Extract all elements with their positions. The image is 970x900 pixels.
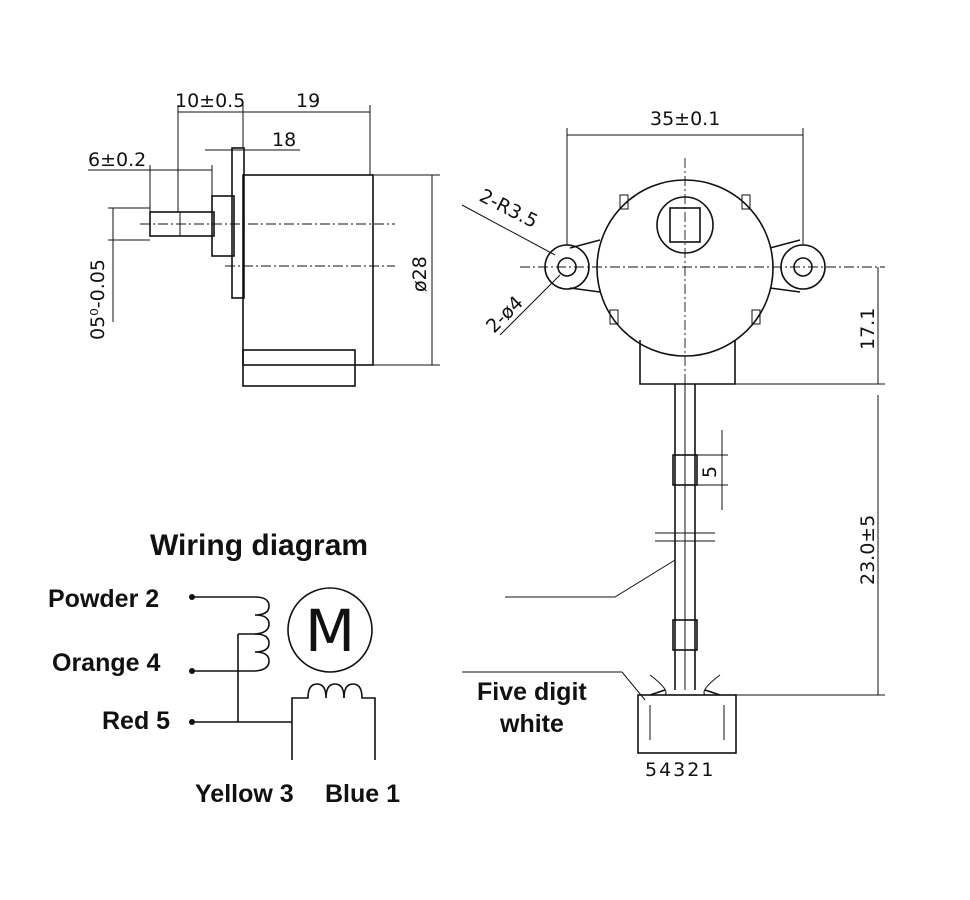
label-blue: Blue 1 (325, 780, 400, 808)
dim-6: 6±0.2 (88, 149, 146, 171)
label-red: Red 5 (102, 707, 170, 735)
coil-b-left (291, 683, 345, 722)
label-powder: Powder 2 (48, 585, 159, 613)
pin-numbers: 54321 (645, 759, 715, 781)
dim-35: 35±0.1 (650, 108, 720, 130)
dim-18: 18 (272, 129, 296, 151)
connector-label-line2: white (499, 710, 564, 738)
cable-band (672, 454, 698, 486)
connector-front (637, 694, 737, 754)
coil-a-bottom (254, 633, 270, 672)
coil-b-right (343, 683, 376, 760)
label-orange: Orange 4 (52, 649, 160, 677)
motor-symbol (287, 587, 373, 673)
motor-symbol-m: M (305, 597, 355, 665)
connector-label-line1: Five digit (477, 678, 587, 706)
motor-body-side (242, 174, 374, 366)
dim-19: 19 (296, 90, 320, 112)
dim-230: 23.0±5 (857, 515, 879, 585)
dim-dia: ø28 (409, 256, 431, 292)
coil-a-top (254, 596, 270, 635)
cable-exit (639, 340, 736, 385)
dim-171: 17.1 (857, 308, 879, 350)
label-yellow: Yellow 3 (195, 780, 294, 808)
flange-plate (231, 147, 245, 299)
dim-shaft: 05⁰-0.05 (87, 259, 109, 340)
dim-5: 5 (699, 466, 721, 478)
dim-10: 10±0.5 (175, 90, 245, 112)
wiring-title: Wiring diagram (150, 529, 368, 562)
boss (211, 195, 235, 257)
side-view: 10±0.5 19 18 6±0.2 05⁰-0.05 ø28 (87, 90, 440, 387)
front-view: 35±0.1 2-R3.5 2-ø4 17.1 5 23.0±5 (461, 108, 885, 781)
connector-block-side (242, 349, 356, 387)
dim-r35: 2-R3.5 (476, 185, 542, 233)
wiring-diagram: Wiring diagram Powder 2 Orange 4 Red 5 Y… (48, 529, 400, 808)
